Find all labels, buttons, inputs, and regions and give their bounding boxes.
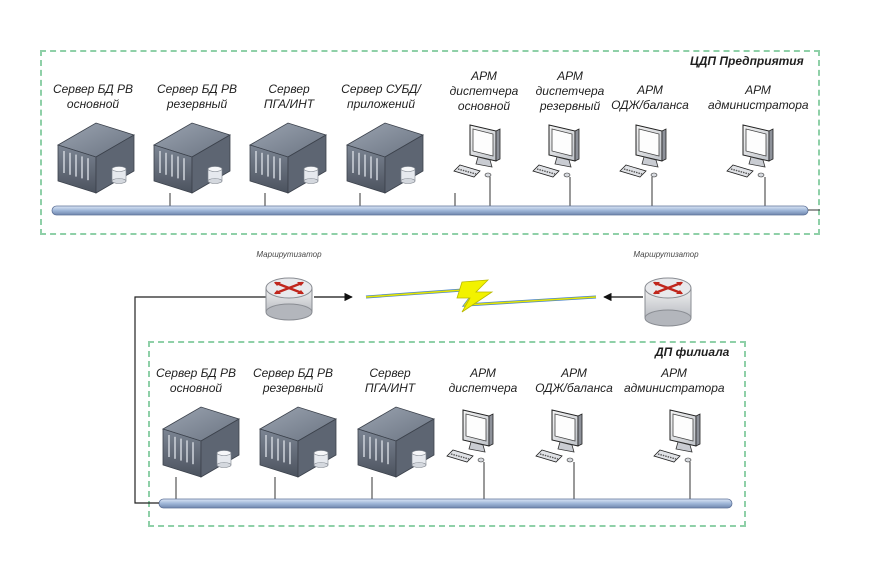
branch-network-bus [158,498,733,509]
enterprise-network-bus [51,205,809,216]
branch-drop-lines [175,462,691,499]
enterprise-workstation-icon-2 [532,124,580,178]
branch-workstation-icon-2 [535,409,583,463]
enterprise-server-icon-4 [346,122,424,194]
enterprise-server-label-3: Сервер ПГА/ИНТ [263,82,315,111]
enterprise-workstation-label-2: АРМ диспетчера резервный [535,69,605,113]
enterprise-drop-lines [169,177,766,206]
router-left-label: Маршрутизатор [256,250,322,259]
enterprise-server-icon-1 [57,122,135,194]
enterprise-region [40,50,820,235]
enterprise-workstation-icon-3 [619,124,667,178]
enterprise-workstation-icon-4 [726,124,774,178]
branch-server-icon-1 [162,406,240,478]
branch-workstation-icon-1 [446,409,494,463]
enterprise-server-label-4: Сервер СУБД/ приложений [341,82,421,111]
enterprise-workstation-icon-1 [453,124,501,178]
router-left [265,277,313,321]
enterprise-workstation-label-3: АРМ ОДЖ/баланса [611,83,689,112]
router-right [644,277,692,327]
enterprise-workstation-label-4: АРМ администратора [708,83,809,112]
enterprise-server-label-2: Сервер БД РВ резервный [156,82,238,111]
branch-server-icon-3 [357,406,435,478]
branch-server-label-3: Сервер ПГА/ИНТ [364,366,416,395]
branch-server-icon-2 [259,406,337,478]
branch-server-label-1: Сервер БД РВ основной [155,366,237,395]
wan-link [365,279,597,313]
branch-region [148,341,746,527]
enterprise-server-icon-2 [153,122,231,194]
enterprise-region-title: ЦДП Предприятия [690,54,804,68]
branch-region-title: ДП филиала [655,345,730,359]
router-to-branch-line [134,296,268,504]
branch-workstation-label-2: АРМ ОДЖ/баланса [535,366,613,395]
router-right-label: Маршрутизатор [633,250,699,259]
branch-server-label-2: Сервер БД РВ резервный [252,366,334,395]
branch-workstation-label-1: АРМ диспетчера [448,366,518,395]
enterprise-workstation-label-1: АРМ диспетчера основной [449,69,519,113]
enterprise-server-icon-3 [249,122,327,194]
branch-workstation-label-3: АРМ администратора [624,366,725,395]
enterprise-server-label-1: Сервер БД РВ основной [52,82,134,111]
branch-workstation-icon-3 [653,409,701,463]
